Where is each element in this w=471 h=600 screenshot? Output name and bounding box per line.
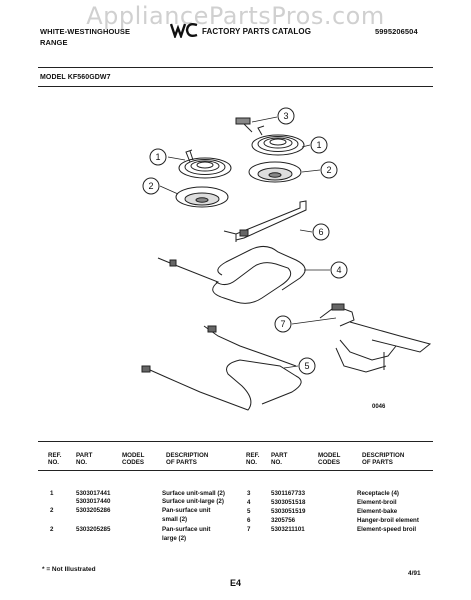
receptacle bbox=[235, 117, 253, 133]
right-row-4-part: 3205756 bbox=[271, 517, 296, 524]
header-desc-left: DESCRIPTION OF PARTS bbox=[166, 452, 209, 466]
drip-pan-left bbox=[175, 186, 229, 208]
model-divider bbox=[38, 86, 433, 87]
right-row-3-part: 5303051519 bbox=[271, 508, 306, 515]
callout-1-left-label: 1 bbox=[155, 152, 160, 162]
callout-2-left-label: 2 bbox=[148, 181, 153, 191]
right-row-2-part: 5303051518 bbox=[271, 499, 306, 506]
left-row-3-part: 5303205286 bbox=[76, 507, 111, 514]
header-part-right: PART NO. bbox=[271, 452, 288, 466]
callout-7-label: 7 bbox=[280, 319, 285, 329]
surface-unit-right bbox=[251, 125, 305, 156]
callout-7: 7 bbox=[274, 315, 292, 333]
left-row-2-part: 5303017440 bbox=[76, 498, 111, 505]
left-row-5-ref: 2 bbox=[50, 526, 54, 533]
left-row-3-ref: 2 bbox=[50, 507, 54, 514]
left-row-1-part: 5303017441 bbox=[76, 490, 111, 497]
right-row-1-desc: Receptacle (4) bbox=[357, 490, 399, 497]
left-row-1-ref: 1 bbox=[50, 490, 54, 497]
brand-name: WHITE-WESTINGHOUSE bbox=[40, 27, 131, 36]
wci-logo bbox=[170, 22, 198, 38]
callout-3: 3 bbox=[277, 107, 295, 125]
callout-5: 5 bbox=[298, 357, 316, 375]
callout-1-left: 1 bbox=[149, 148, 167, 166]
callout-2-right: 2 bbox=[320, 161, 338, 179]
right-row-5-part: 5303211101 bbox=[271, 526, 305, 533]
left-row-3-desc: Pan-surface unit bbox=[162, 507, 211, 514]
model-number: MODEL KF560GDW7 bbox=[40, 74, 111, 81]
callout-3-label: 3 bbox=[283, 111, 288, 121]
left-row-4-desc: small (2) bbox=[162, 516, 188, 523]
right-row-2-desc: Element-broil bbox=[357, 499, 397, 506]
right-row-5-desc: Element-speed broil bbox=[357, 526, 417, 533]
header-part-left: PART NO. bbox=[76, 452, 93, 466]
right-row-1-part: 5301167733 bbox=[271, 490, 306, 497]
callout-2-left: 2 bbox=[142, 177, 160, 195]
speed-broil-element bbox=[319, 303, 432, 373]
parts-diagram: 1 2 3 1 2 6 4 7 5 0046 bbox=[141, 107, 432, 411]
right-row-4-desc: Hanger-broil element bbox=[357, 517, 419, 524]
right-row-3-ref: 5 bbox=[247, 508, 251, 515]
callout-5-label: 5 bbox=[304, 361, 309, 371]
hanger-bracket bbox=[223, 200, 307, 242]
left-row-5-part: 5303205285 bbox=[76, 526, 111, 533]
header-ref-right: REF. NO. bbox=[246, 452, 260, 466]
left-row-1-desc: Surface unit-small (2) bbox=[162, 490, 225, 497]
header-model-right: MODEL CODES bbox=[318, 452, 341, 466]
callout-4: 4 bbox=[330, 261, 348, 279]
callout-4-label: 4 bbox=[336, 265, 341, 275]
left-row-2-desc: Surface unit-large (2) bbox=[162, 498, 224, 505]
revision-date: 4/91 bbox=[408, 570, 421, 577]
right-row-1-ref: 3 bbox=[247, 490, 251, 497]
header-desc-right: DESCRIPTION OF PARTS bbox=[362, 452, 405, 466]
right-row-5-ref: 7 bbox=[247, 526, 251, 533]
callout-6-label: 6 bbox=[318, 227, 323, 237]
left-row-6-desc: large (2) bbox=[162, 535, 187, 542]
right-row-2-ref: 4 bbox=[247, 499, 251, 506]
bake-element bbox=[141, 325, 302, 411]
right-row-3-desc: Element-bake bbox=[357, 508, 398, 515]
surface-unit-left bbox=[178, 149, 232, 179]
product-type: RANGE bbox=[40, 38, 68, 47]
header-divider bbox=[38, 67, 433, 68]
catalog-number: 5995206504 bbox=[375, 27, 418, 36]
broil-element bbox=[157, 246, 306, 304]
drip-pan-right bbox=[248, 161, 302, 183]
table-top-divider bbox=[38, 441, 433, 442]
right-row-4-ref: 6 bbox=[247, 517, 251, 524]
catalog-title: FACTORY PARTS CATALOG bbox=[202, 27, 312, 36]
page-number: E4 bbox=[230, 578, 242, 588]
header-ref-left: REF. NO. bbox=[48, 452, 62, 466]
watermark-text: AppliancePartsPros.com bbox=[86, 2, 385, 30]
left-row-5-desc: Pan-surface unit bbox=[162, 526, 211, 533]
figure-code: 0046 bbox=[372, 404, 386, 410]
callout-1-right-label: 1 bbox=[316, 140, 321, 150]
callout-2-right-label: 2 bbox=[326, 165, 331, 175]
callout-6: 6 bbox=[312, 223, 330, 241]
not-illustrated-note: * = Not Illustrated bbox=[42, 566, 96, 573]
header-model-left: MODEL CODES bbox=[122, 452, 145, 466]
table-header-divider bbox=[38, 470, 433, 471]
callout-1-right: 1 bbox=[310, 136, 328, 154]
